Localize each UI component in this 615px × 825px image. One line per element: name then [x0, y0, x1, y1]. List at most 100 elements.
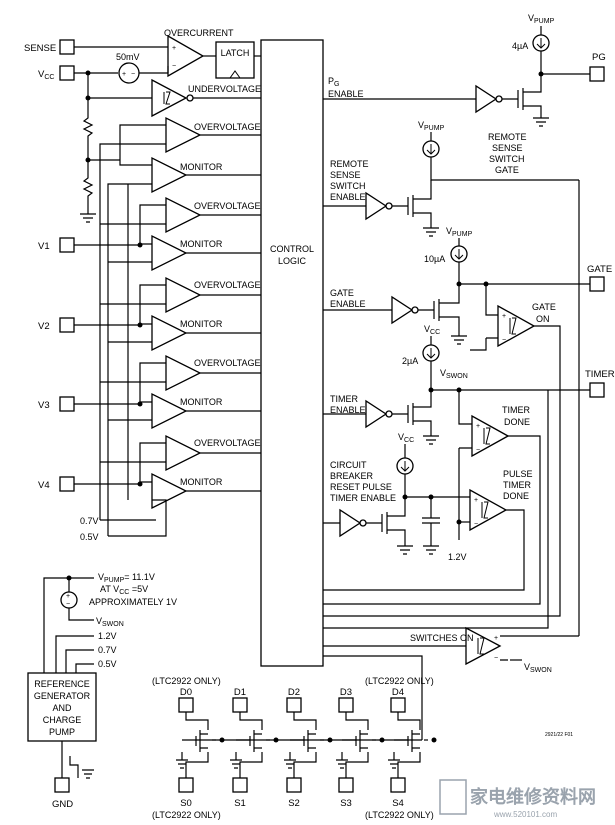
remote-gate-label-1: REMOTE: [488, 132, 527, 142]
svg-text:VPUMP: VPUMP: [418, 120, 445, 132]
sense-pin: SENSE: [24, 39, 75, 55]
gate-enable-label-2: ENABLE: [330, 299, 366, 309]
ref-gen-label-3: AND: [52, 703, 72, 713]
drain-pin-4: [390, 697, 406, 713]
vcc-source-pulse: VCC: [396, 432, 470, 500]
timer-inverter: [365, 399, 388, 429]
switches-on-label: SWITCHES ON: [410, 633, 474, 643]
overvoltage-label-v4: OVERVOLTAGE: [194, 438, 261, 448]
cb-reset-label-1: CIRCUIT: [330, 460, 367, 470]
source-pin-label-4: S4: [392, 798, 404, 809]
current-2ua-label: 2µA: [402, 356, 418, 366]
v1-pin-label: V1: [38, 241, 50, 252]
overvoltage-comparator-v2: [165, 276, 202, 314]
svg-text:VPUMP: VPUMP: [446, 226, 473, 238]
remote-enable-label-1: REMOTE: [330, 159, 369, 169]
gate-on-label-1: GATE: [532, 302, 556, 312]
vpump-source-gate: VPUMP 10µA: [424, 226, 590, 287]
pulse-done-label-2: TIMER: [503, 480, 531, 490]
overvoltage-label-v1: OVERVOLTAGE: [194, 201, 261, 211]
ref-generator-block: [27, 672, 97, 742]
vpump-battery: + −: [60, 591, 78, 609]
control-logic-label-2: LOGIC: [278, 256, 307, 266]
gate-pin: [589, 276, 605, 292]
svg-text:+: +: [172, 45, 176, 52]
vcc-pin: VCC: [38, 65, 75, 81]
vcc-source-timer: VCC 2µA: [402, 324, 590, 393]
svg-text:−: −: [172, 63, 176, 70]
svg-text:−: −: [474, 521, 478, 528]
ref-05v-label: 0.5V: [80, 532, 99, 542]
svg-text:−: −: [502, 337, 506, 344]
monitor-comparator-v3: [151, 392, 188, 430]
overvoltage-label-v3: OVERVOLTAGE: [194, 358, 261, 368]
v4-pin-label: V4: [38, 480, 50, 491]
monitor-comparator-vcc: [151, 156, 188, 194]
vcc-pin-label: VCC: [38, 69, 54, 81]
source-pin-4: [390, 777, 406, 793]
watermark-url: www.520101.com: [493, 810, 557, 819]
timer-done-label-1: TIMER: [502, 405, 530, 415]
svg-text:+: +: [474, 497, 478, 504]
svg-text:VCC: VCC: [424, 324, 440, 336]
v1-pin: V1: [38, 237, 75, 253]
drain-pin-label-4: D4: [392, 687, 404, 698]
cb-reset-label-3: RESET PULSE: [330, 482, 392, 492]
drain-pin-label-0: D0: [180, 687, 192, 698]
ref-gen-label-2: GENERATOR: [34, 691, 91, 701]
overcurrent-comparator: + −: [167, 34, 205, 78]
drain-pin-0: [178, 697, 194, 713]
gate-inverter: [391, 295, 414, 325]
svg-text:−: −: [494, 655, 498, 662]
svg-text:+: +: [66, 593, 70, 600]
monitor-label-v4: MONITOR: [180, 477, 223, 487]
v2-pin: V2: [38, 317, 75, 333]
undervoltage-comparator: [151, 78, 188, 118]
v3-pin-label: V3: [38, 400, 50, 411]
remote-gate-label-4: GATE: [495, 165, 519, 175]
watermark: 家电维修资料网 www.520101.com: [439, 779, 596, 819]
overvoltage-comparator-v3: [165, 354, 202, 392]
source-pin-3: [338, 777, 354, 793]
monitor-label-vcc: MONITOR: [180, 162, 223, 172]
ltc-only-label-s4: (LTC2922 ONLY): [365, 810, 434, 820]
ref-gen-label-1: REFERENCE: [34, 679, 90, 689]
drain-pin-label-3: D3: [340, 687, 352, 698]
remote-gate-label-2: SENSE: [492, 143, 523, 153]
latch-label: LATCH: [221, 48, 250, 58]
source-pin-label-3: S3: [340, 798, 352, 809]
svg-text:−: −: [476, 447, 480, 454]
pulse-done-comparator: + −: [469, 488, 508, 532]
remote-enable-label-2: SENSE: [330, 170, 361, 180]
svg-text:+: +: [494, 635, 498, 642]
source-pin-1: [232, 777, 248, 793]
svg-text:−: −: [131, 71, 135, 78]
pulse-inverter: [339, 508, 362, 538]
overvoltage-comparator-v4: [165, 434, 202, 472]
svg-text:+: +: [122, 71, 126, 78]
undervoltage-label: UNDERVOLTAGE: [188, 84, 261, 94]
ltc-only-label-d0: (LTC2922 ONLY): [152, 676, 221, 686]
ref-07v-label: 0.7V: [80, 516, 99, 526]
remote-enable-label-3: SWITCH: [330, 181, 366, 191]
overvoltage-label-v2: OVERVOLTAGE: [194, 280, 261, 290]
gate-on-comparator: + −: [497, 304, 536, 348]
vswon-label-gate: VSWON: [440, 368, 468, 380]
gate-pin-label: GATE: [587, 264, 612, 275]
monitor-label-v2: MONITOR: [180, 319, 223, 329]
monitor-comparator-v2: [151, 314, 188, 352]
sense-pin-label: SENSE: [24, 43, 56, 54]
source-pin-0: [178, 777, 194, 793]
pulse-done-label-3: DONE: [503, 491, 529, 501]
monitor-label-v1: MONITOR: [180, 239, 223, 249]
remote-gate-label-3: SWITCH: [489, 154, 525, 164]
pg-pin: [589, 66, 605, 82]
pg-pin-label: PG: [592, 52, 606, 63]
svg-text:VCC: VCC: [398, 432, 414, 444]
pulse-done-label-1: PULSE: [503, 469, 533, 479]
ref-out-07v: 0.7V: [98, 645, 117, 655]
v4-pin: V4: [38, 476, 75, 492]
